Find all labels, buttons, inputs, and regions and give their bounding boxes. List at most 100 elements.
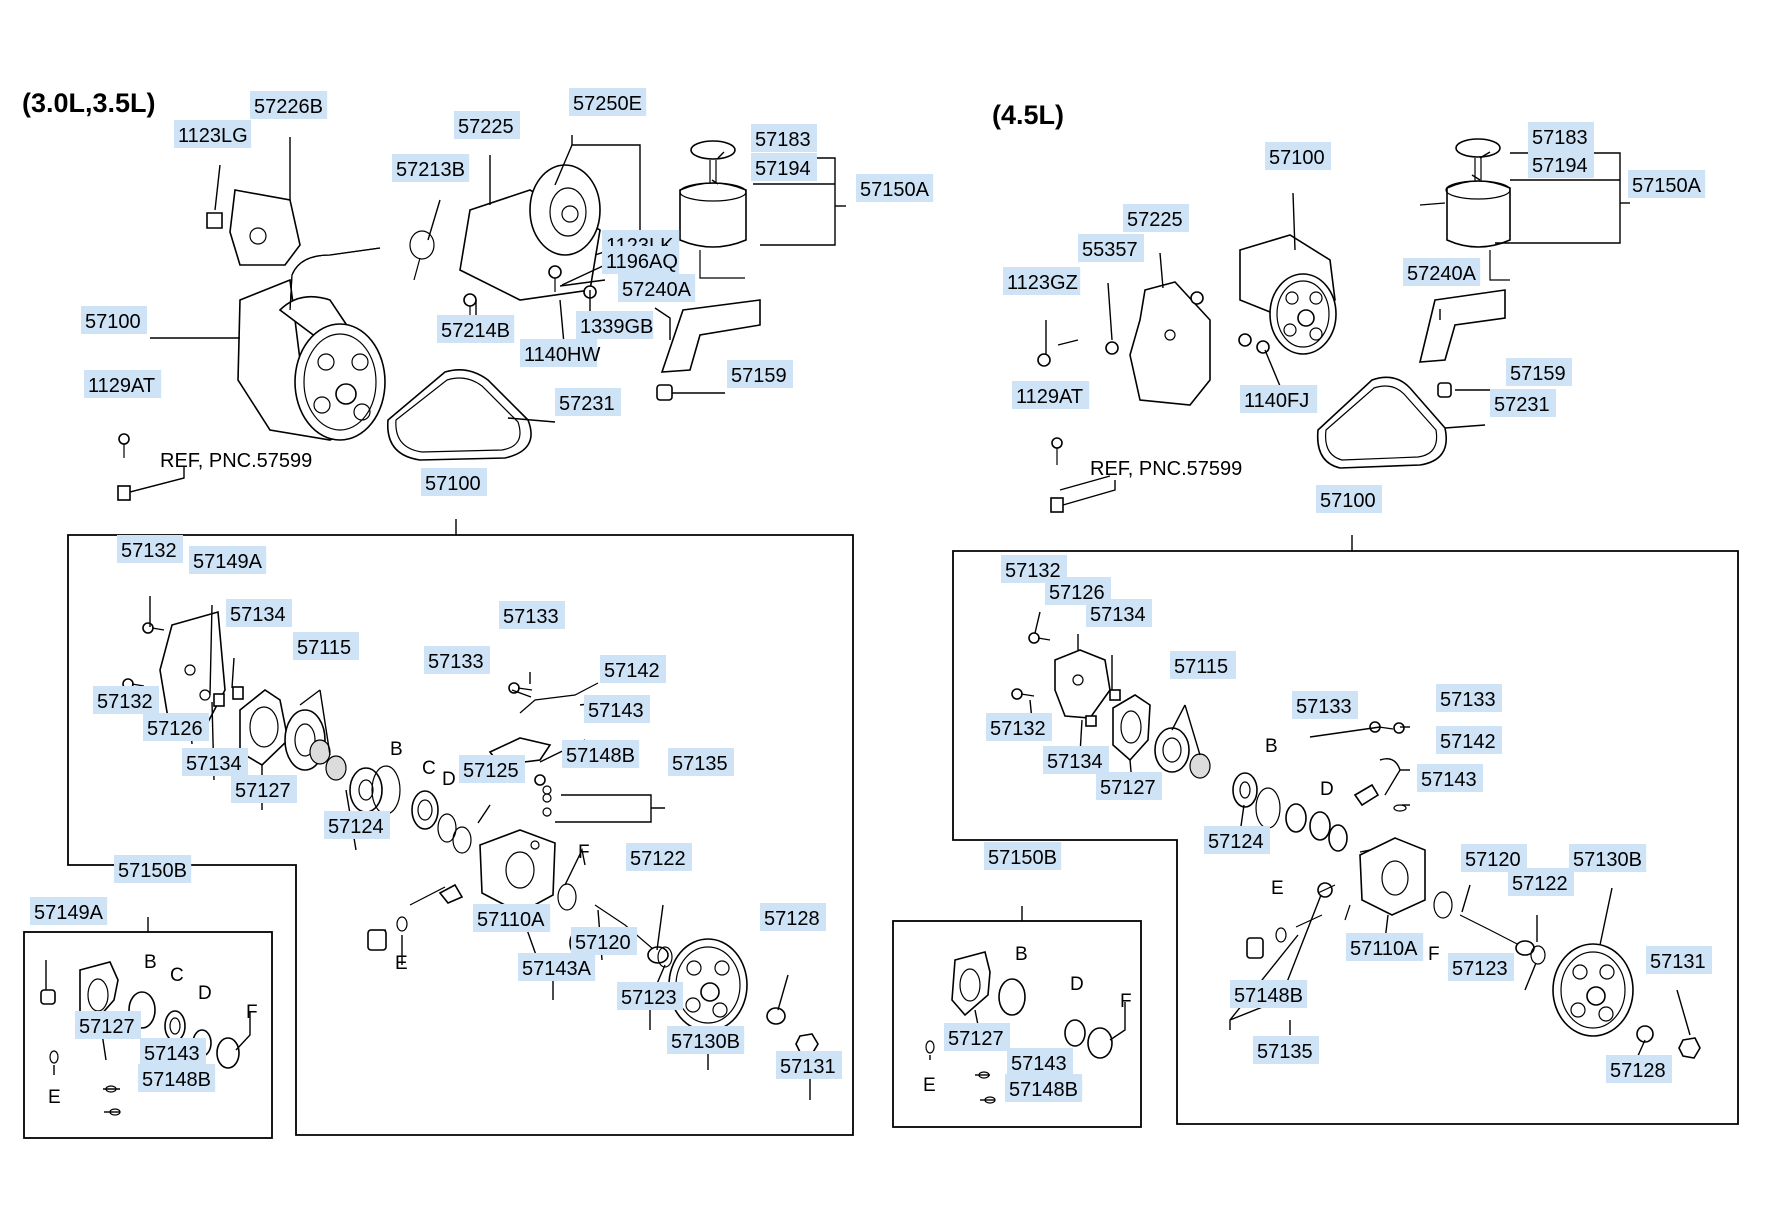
part-tag-left_pump-p57135[interactable]: 57135 [668, 748, 734, 776]
part-tag-right_upper-p57194[interactable]: 57194 [1528, 150, 1594, 178]
part-tag-right_upper-p57240A[interactable]: 57240A [1403, 258, 1481, 286]
part-tag-right_pump-p57148B[interactable]: 57148B [1230, 980, 1308, 1008]
part-tag-right_pump-p57123[interactable]: 57123 [1448, 953, 1514, 981]
part-tag-left_pump-p57134a[interactable]: 57134 [226, 599, 292, 627]
part-tag-left_kit-p57149A[interactable]: 57149A [30, 897, 108, 925]
part-tag-left_upper-p1339GB[interactable]: 1339GB [576, 311, 653, 339]
part-tag-right_pump-p57128[interactable]: 57128 [1606, 1055, 1672, 1083]
part-tag-right_pump-p57133a[interactable]: 57133 [1292, 691, 1358, 719]
part-tag-background [1012, 381, 1090, 409]
part-tag-background [986, 713, 1052, 741]
part-tag-left_upper-p57150A[interactable]: 57150A [856, 174, 934, 202]
part-tag-left_pump-p57126[interactable]: 57126 [143, 713, 209, 741]
part-tag-right_pump-p57133b[interactable]: 57133 [1436, 684, 1502, 712]
part-tag-background [174, 120, 252, 148]
part-tag-right_pump-p57143[interactable]: 57143 [1417, 764, 1483, 792]
part-tag-right_pump-p57122[interactable]: 57122 [1508, 868, 1574, 896]
part-tag-right_upper-p57183[interactable]: 57183 [1528, 122, 1594, 150]
part-tag-left_pump-p57130B[interactable]: 57130B [667, 1026, 745, 1054]
part-tag-left_upper-p57214B[interactable]: 57214B [437, 315, 515, 343]
part-tag-left_upper-p57240A[interactable]: 57240A [618, 274, 696, 302]
part-tag-right_upper-p57231[interactable]: 57231 [1490, 389, 1556, 417]
part-tag-left_pump-p57110A[interactable]: 57110A [473, 904, 551, 932]
part-tag-left_upper-p1196AQ[interactable]: 1196AQ [602, 246, 680, 274]
part-number-label: 57115 [1174, 656, 1228, 678]
letter-e-right-kit: E [923, 1075, 936, 1096]
part-tag-right_pump-p57127[interactable]: 57127 [1096, 772, 1162, 800]
part-tag-background [231, 775, 297, 803]
part-tag-right_upper-p57225[interactable]: 57225 [1123, 204, 1189, 232]
part-tag-right_pump-p57142[interactable]: 57142 [1436, 726, 1502, 754]
part-tag-left_pump-p57133a[interactable]: 57133 [499, 601, 565, 629]
left-bracket-drawing [206, 189, 301, 266]
part-tag-left_upper-p57100[interactable]: 57100 [81, 306, 147, 334]
part-tag-background [1230, 980, 1308, 1008]
part-tag-right_upper-p1140FJ[interactable]: 1140FJ [1240, 385, 1318, 413]
part-tag-left_pump-p57127[interactable]: 57127 [231, 775, 297, 803]
part-tag-right_upper-p1123GZ[interactable]: 1123GZ [1003, 267, 1081, 295]
part-tag-left_kit-p57143[interactable]: 57143 [140, 1038, 206, 1066]
part-number-label: 57132 [121, 540, 177, 562]
part-tag-left_upper-p1123LG[interactable]: 1123LG [174, 120, 252, 148]
part-tag-background [392, 154, 470, 182]
part-tag-left_pump-p57133b[interactable]: 57133 [424, 646, 490, 674]
part-tag-right_pump-p57132a[interactable]: 57132 [1001, 555, 1067, 583]
part-tag-left_upper-p57213B[interactable]: 57213B [392, 154, 470, 182]
part-tag-right_pump-p57134b[interactable]: 57134 [1043, 746, 1109, 774]
letter-e-left-kit: E [48, 1087, 61, 1108]
part-tag-left_upper-p1129AT[interactable]: 1129AT [84, 370, 162, 398]
part-tag-right_pump-p57130B[interactable]: 57130B [1569, 844, 1647, 872]
part-tag-right_kit-header[interactable]: 57150B [984, 842, 1062, 870]
part-tag-right_upper-p57159[interactable]: 57159 [1506, 358, 1572, 386]
part-tag-right_pump-p57115[interactable]: 57115 [1170, 651, 1236, 679]
part-tag-left_upper-p57226B[interactable]: 57226B [250, 91, 328, 119]
part-tag-left_pump-p57125[interactable]: 57125 [459, 755, 525, 783]
part-tag-left_kit-header[interactable]: 57150B [114, 855, 192, 883]
part-tag-right_pump-p57131[interactable]: 57131 [1646, 946, 1712, 974]
part-tag-left_pump-p57142[interactable]: 57142 [600, 655, 666, 683]
part-tag-left_kit-p57148B[interactable]: 57148B [138, 1064, 216, 1092]
part-tag-left_upper-p57225[interactable]: 57225 [454, 111, 520, 139]
left-mount-bracket-drawing [660, 299, 761, 373]
part-tag-left_pump-p57122[interactable]: 57122 [626, 843, 692, 871]
part-tag-left_pump-p57132a[interactable]: 57132 [117, 535, 183, 563]
part-tag-left_pump-p57143A[interactable]: 57143A [518, 953, 596, 981]
part-tag-left_upper-p1140HW[interactable]: 1140HW [520, 339, 600, 367]
part-tag-background [1606, 1055, 1672, 1083]
part-tag-left_kit-p57127[interactable]: 57127 [75, 1011, 141, 1039]
left-1129at-drawing [117, 433, 131, 501]
part-tag-left_upper-p57231[interactable]: 57231 [555, 388, 621, 416]
part-tag-left_upper-p57250E[interactable]: 57250E [569, 88, 647, 116]
part-number-label: 57100 [1269, 147, 1325, 169]
part-tag-left_pump-p57134b[interactable]: 57134 [182, 748, 248, 776]
part-tag-left_pump-p57123[interactable]: 57123 [617, 982, 683, 1010]
part-tag-left_upper-p57194[interactable]: 57194 [751, 153, 817, 181]
part-tag-left_pump-p57148B[interactable]: 57148B [562, 740, 640, 768]
part-tag-right_pump-p57110A[interactable]: 57110A [1346, 933, 1424, 961]
part-number-label: 57127 [948, 1028, 1004, 1050]
part-tag-right_pump-p57132b[interactable]: 57132 [986, 713, 1052, 741]
part-tag-right_kit-p57148B[interactable]: 57148B [1005, 1074, 1083, 1102]
part-tag-right_pump-p57124[interactable]: 57124 [1204, 826, 1270, 854]
part-tag-right_kit-p57143[interactable]: 57143 [1007, 1048, 1073, 1076]
part-tag-left_pump-header[interactable]: 57100 [421, 468, 487, 496]
part-tag-left_upper-p57183[interactable]: 57183 [751, 124, 817, 152]
part-tag-right_pump-p57135[interactable]: 57135 [1253, 1036, 1319, 1064]
part-tag-right_upper-p57150A[interactable]: 57150A [1628, 170, 1706, 198]
part-tag-right_pump-p57120[interactable]: 57120 [1461, 844, 1527, 872]
part-tag-right_upper-p55357[interactable]: 55357 [1078, 234, 1144, 262]
part-tag-right_pump-header[interactable]: 57100 [1316, 485, 1382, 513]
part-tag-left_pump-p57128[interactable]: 57128 [760, 903, 826, 931]
part-tag-left_pump-p57115[interactable]: 57115 [293, 632, 359, 660]
part-tag-right_pump-p57134a[interactable]: 57134 [1086, 599, 1152, 627]
part-tag-right_kit-p57127[interactable]: 57127 [944, 1023, 1010, 1051]
part-tag-right_upper-p1129AT[interactable]: 1129AT [1012, 381, 1090, 409]
part-tag-left_pump-p57124[interactable]: 57124 [324, 811, 390, 839]
part-tag-left_pump-p57149A[interactable]: 57149A [189, 546, 267, 574]
part-tag-left_pump-p57143[interactable]: 57143 [584, 695, 650, 723]
part-tag-left_pump-p57131[interactable]: 57131 [776, 1051, 842, 1079]
part-tag-left_upper-p57159[interactable]: 57159 [727, 360, 793, 388]
part-tag-right_upper-p57100[interactable]: 57100 [1265, 142, 1331, 170]
part-tag-left_pump-p57120[interactable]: 57120 [571, 927, 637, 955]
part-tag-left_pump-p57132b[interactable]: 57132 [93, 686, 159, 714]
